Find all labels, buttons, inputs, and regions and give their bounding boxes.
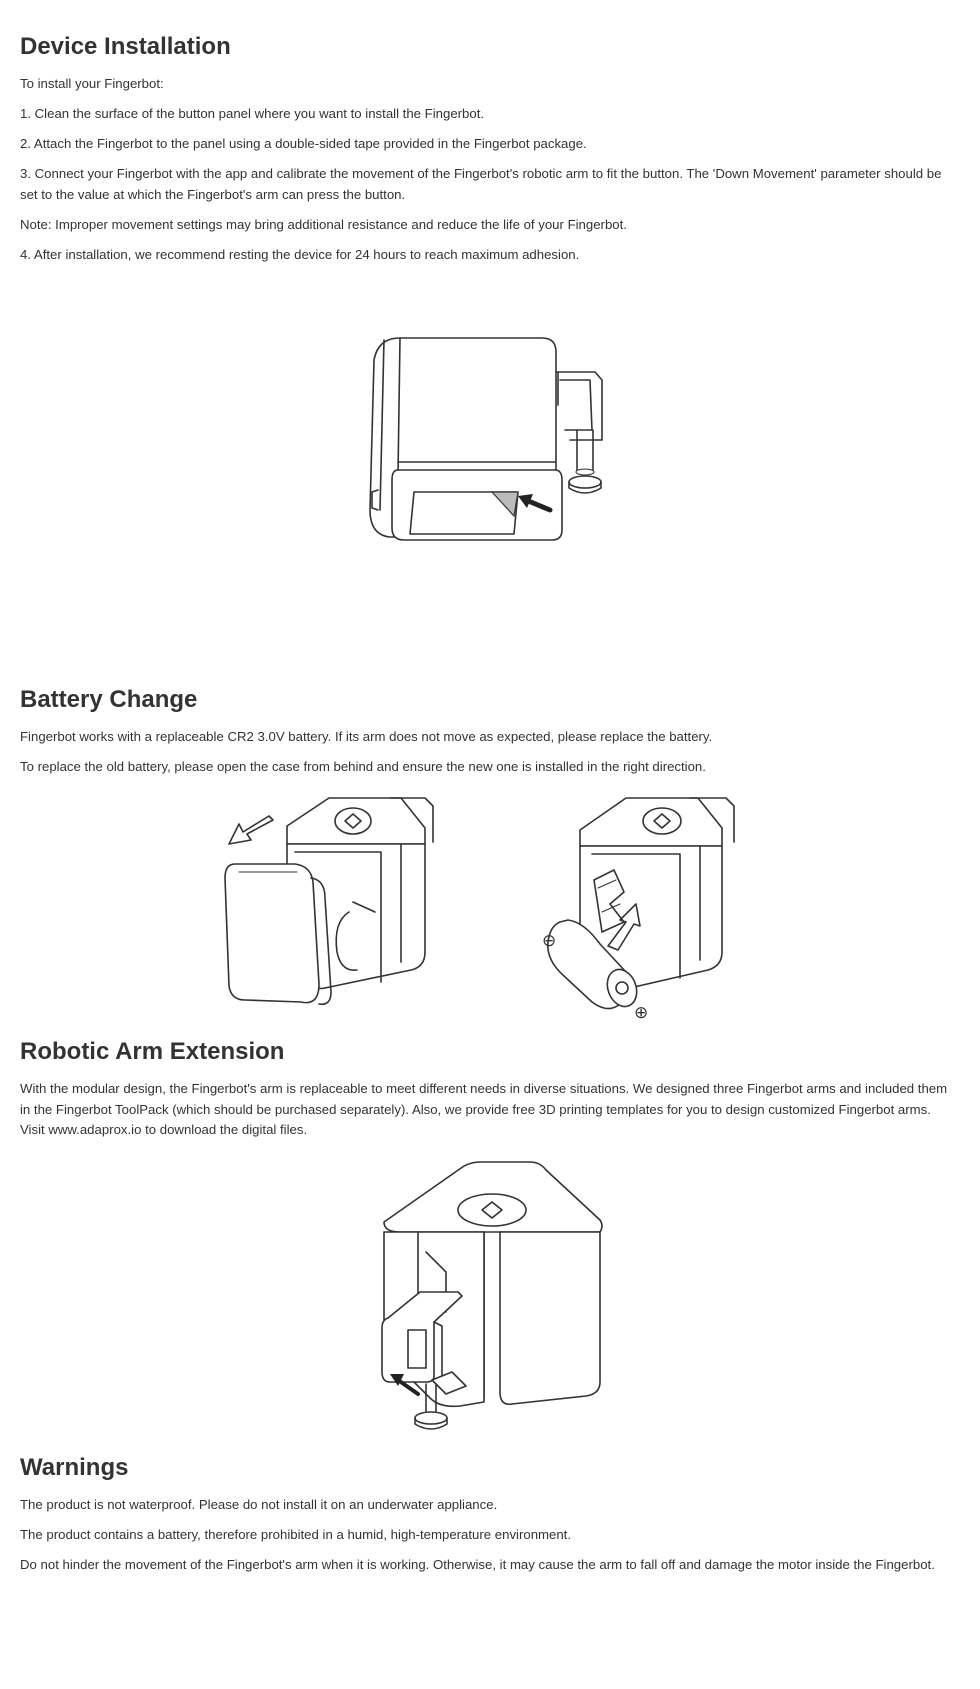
install-note: Note: Improper movement settings may bri…	[20, 217, 627, 232]
warning-waterproof: The product is not waterproof. Please do…	[20, 1497, 498, 1512]
robotic-arm-heading: Robotic Arm Extension	[20, 1038, 285, 1065]
install-tape-illustration	[369, 337, 603, 541]
battery-info-line: Fingerbot works with a replaceable CR2 3…	[20, 729, 713, 744]
install-intro: To install your Fingerbot:	[20, 76, 164, 91]
robotic-arm-text: With the modular design, the Fingerbot's…	[20, 1081, 948, 1137]
install-step-4: 4. After installation, we recommend rest…	[20, 247, 580, 262]
battery-change-heading: Battery Change	[20, 686, 198, 713]
install-step-1: 1. Clean the surface of the button panel…	[20, 106, 485, 121]
warning-arm-movement: Do not hinder the movement of the Finger…	[20, 1557, 935, 1572]
battery-plus-symbol: ⊕	[634, 1003, 649, 1022]
battery-replace-line: To replace the old battery, please open …	[20, 759, 706, 774]
device-installation-heading: Device Installation	[20, 33, 231, 60]
battery-minus-symbol: ⊖	[542, 931, 557, 950]
arm-extension-illustration	[381, 1161, 603, 1430]
install-step-2: 2. Attach the Fingerbot to the panel usi…	[20, 136, 587, 151]
battery-open-case-illustration	[224, 797, 434, 1006]
warning-battery: The product contains a battery, therefor…	[20, 1527, 572, 1542]
install-step-3: 3. Connect your Fingerbot with the app a…	[20, 166, 942, 202]
warnings-heading: Warnings	[20, 1454, 129, 1481]
battery-insert-illustration	[547, 797, 735, 1010]
